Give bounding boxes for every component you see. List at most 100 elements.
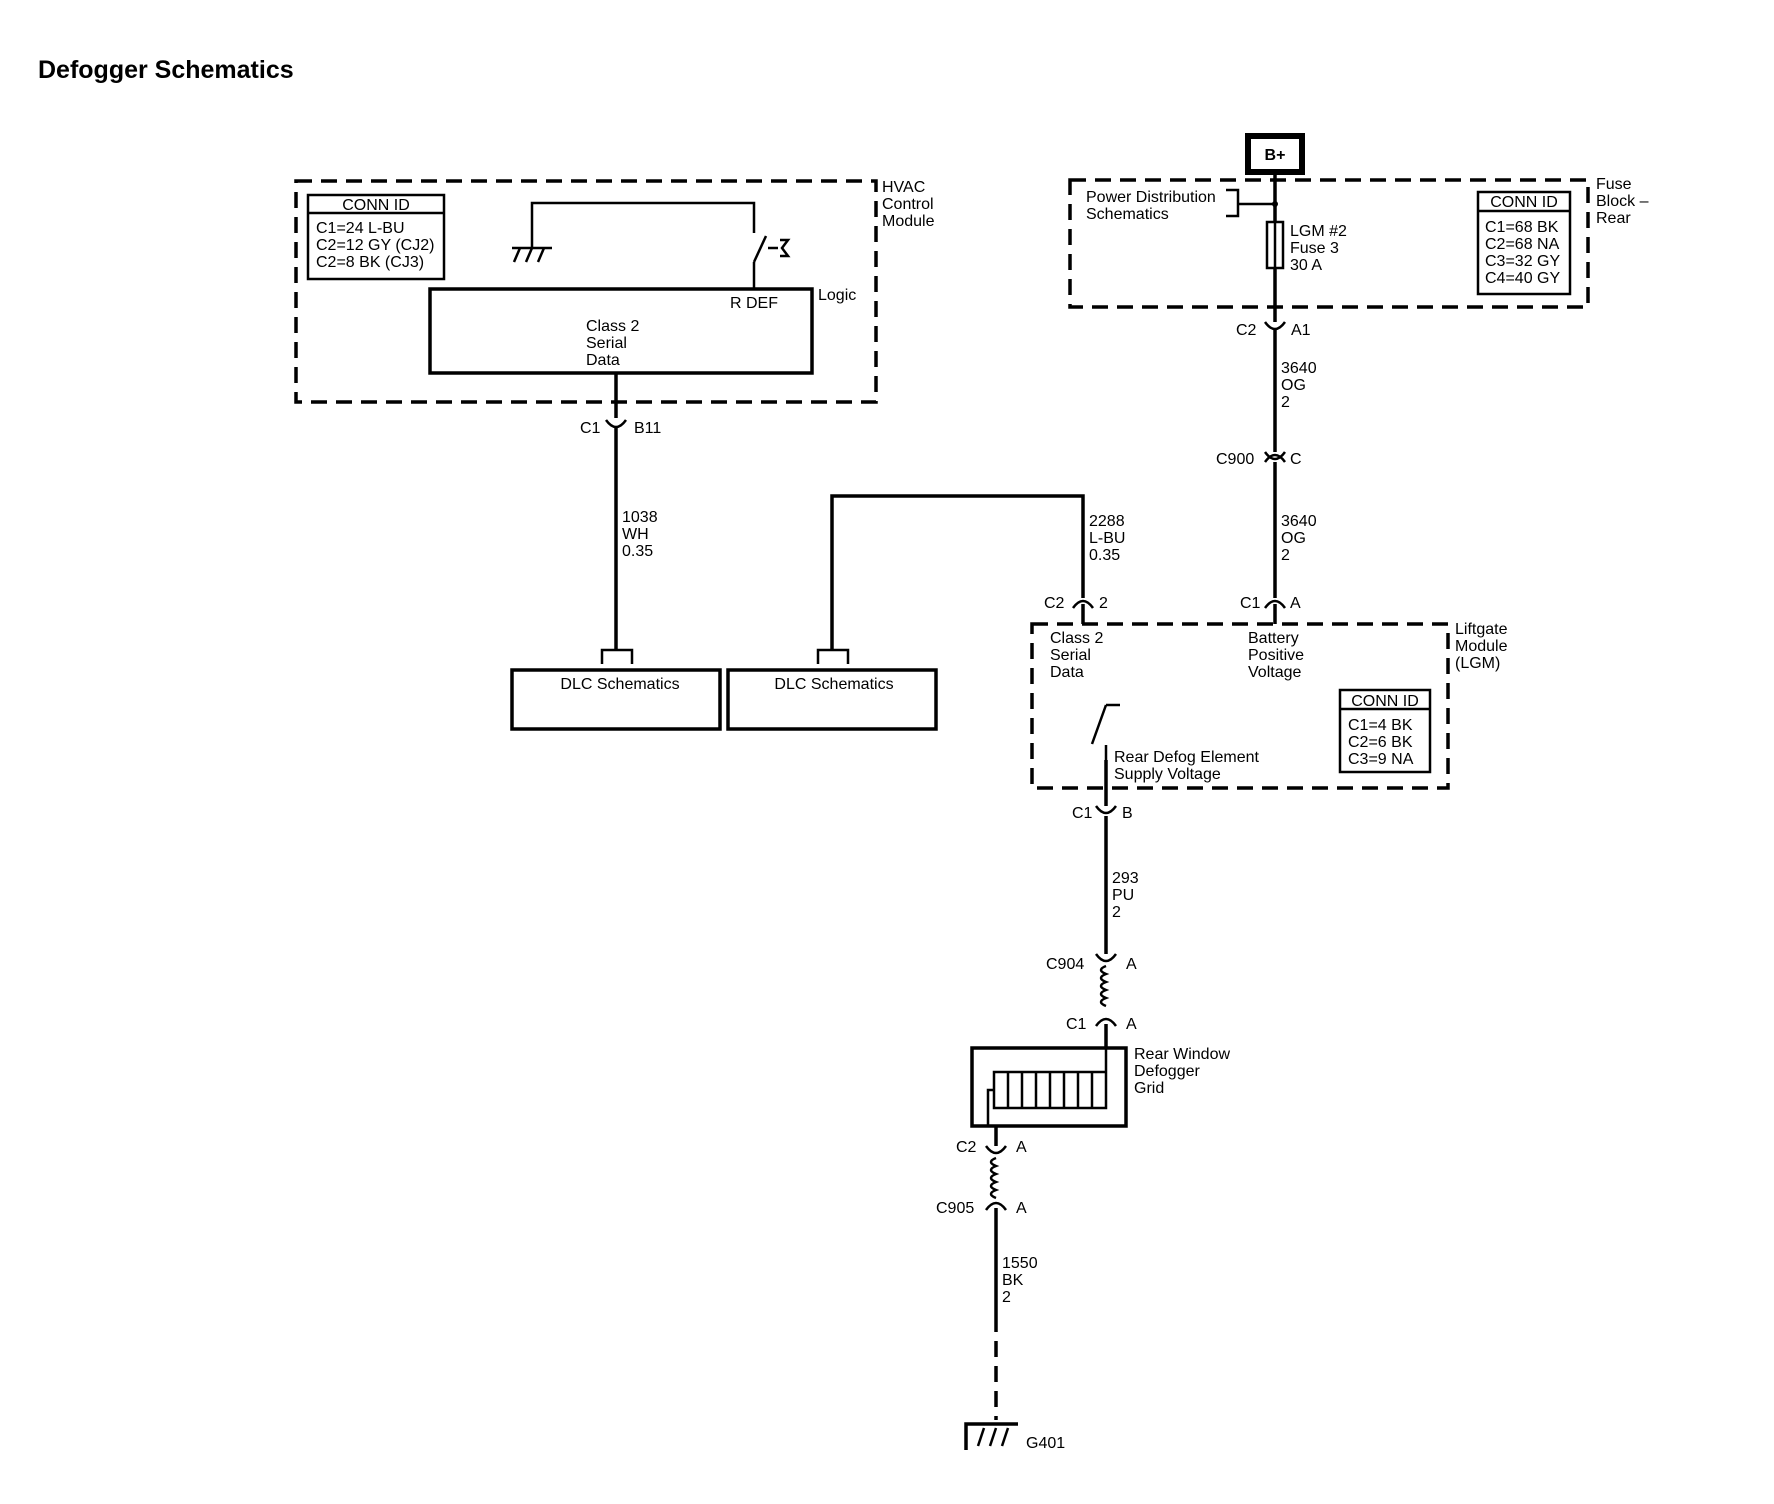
svg-text:Rear Defog Element: Rear Defog Element: [1114, 749, 1260, 766]
c900-connector-icon: [1263, 451, 1287, 461]
svg-text:C3=32 GY: C3=32 GY: [1485, 253, 1560, 270]
hvac-conn-id-table: CONN ID C1=24 L-BU C2=12 GY (CJ2) C2=8 B…: [306, 193, 446, 281]
svg-text:C2=8 BK (CJ3): C2=8 BK (CJ3): [316, 254, 424, 271]
svg-text:LGM #2: LGM #2: [1290, 223, 1347, 240]
svg-text:(LGM): (LGM): [1455, 655, 1500, 672]
hvac-switch-wire: [530, 201, 756, 248]
twisted-pair-icon-2: [989, 1156, 1000, 1200]
svg-text:C2=6 BK: C2=6 BK: [1348, 734, 1413, 751]
svg-text:L-BU: L-BU: [1089, 530, 1125, 547]
svg-text:OG: OG: [1281, 377, 1306, 394]
lgm-c2-pin: 2: [1099, 595, 1108, 612]
svg-text:CONN ID: CONN ID: [342, 197, 410, 214]
svg-text:C2=68 NA: C2=68 NA: [1485, 236, 1560, 253]
twisted-pair-icon-1: [1099, 964, 1110, 1008]
svg-text:Liftgate: Liftgate: [1455, 621, 1508, 638]
hvac-class2-label: Class 2 Serial Data: [586, 318, 639, 369]
svg-text:Rear Window: Rear Window: [1134, 1046, 1230, 1063]
lgm-output-b: B: [1122, 805, 1133, 822]
svg-text:2: 2: [1281, 394, 1290, 411]
svg-text:3640: 3640: [1281, 360, 1317, 377]
rear-window-grid-label: Rear Window Defogger Grid: [1134, 1046, 1230, 1097]
svg-text:Fuse: Fuse: [1596, 176, 1632, 193]
svg-text:PU: PU: [1112, 887, 1134, 904]
svg-text:HVAC: HVAC: [882, 179, 925, 196]
svg-text:Serial: Serial: [1050, 647, 1091, 664]
lgm-c1-pin: A: [1290, 595, 1301, 612]
svg-text:0.35: 0.35: [622, 543, 653, 560]
grid-c2-pin: A: [1016, 1139, 1027, 1156]
wire-2288: [830, 494, 1085, 650]
hvac-ground-icon: [512, 246, 552, 263]
hvac-logic-block: [428, 287, 814, 375]
hvac-connector-b11: B11: [634, 420, 661, 437]
fuse-block-connector-icon: [1263, 321, 1287, 331]
svg-text:2: 2: [1281, 547, 1290, 564]
wire-1550-label: 1550 BK 2: [1002, 1255, 1038, 1306]
svg-text:Power Distribution: Power Distribution: [1086, 189, 1216, 206]
wire-2288-label: 2288 L-BU 0.35: [1089, 513, 1125, 564]
ground-g401-label: G401: [1026, 1435, 1065, 1452]
svg-text:Control: Control: [882, 196, 934, 213]
svg-text:CONN ID: CONN ID: [1351, 693, 1419, 710]
wire-3640-label-lower: 3640 OG 2: [1281, 513, 1317, 564]
hvac-module-boundary: [294, 179, 878, 404]
g401-ground-icon: [964, 1422, 1018, 1450]
page-title: Defogger Schematics: [38, 56, 294, 84]
svg-text:Class 2: Class 2: [1050, 630, 1103, 647]
rear-defog-element-label: Rear Defog Element Supply Voltage: [1114, 749, 1260, 783]
svg-text:Positive: Positive: [1248, 647, 1304, 664]
c900-label: C900: [1216, 451, 1254, 468]
grid-c1-connector-icon: [1094, 1017, 1118, 1027]
lgm-c2-label: C2: [1044, 595, 1065, 612]
lgm-c1-connector-icon: [1263, 599, 1287, 609]
svg-text:Data: Data: [1050, 664, 1084, 681]
dlc-schematics-box-1: [510, 668, 722, 731]
logic-label: Logic: [818, 287, 856, 304]
svg-text:C3=9 NA: C3=9 NA: [1348, 751, 1414, 768]
svg-text:Data: Data: [586, 352, 620, 369]
lgm-output-c1: C1: [1072, 805, 1093, 822]
svg-text:C2=12 GY (CJ2): C2=12 GY (CJ2): [316, 237, 434, 254]
c904-connector-icon: [1094, 953, 1118, 963]
power-distribution-bracket: [1226, 188, 1275, 218]
c905-label: C905: [936, 1200, 974, 1217]
grid-c2-connector-icon: [984, 1145, 1008, 1155]
grid-c1-label: C1: [1066, 1016, 1087, 1033]
lgm-battery-label: Battery Positive Voltage: [1248, 630, 1304, 681]
lgm-name: Liftgate Module (LGM): [1455, 621, 1508, 672]
rear-defog-switch-icon: [1090, 703, 1120, 760]
svg-text:1550: 1550: [1002, 1255, 1038, 1272]
svg-text:WH: WH: [622, 526, 649, 543]
hvac-connector-c1: C1: [580, 420, 601, 437]
svg-text:0.35: 0.35: [1089, 547, 1120, 564]
fuse-block-boundary: [1068, 178, 1590, 309]
svg-text:C1=4 BK: C1=4 BK: [1348, 717, 1413, 734]
dlc-connector-icon-1: [600, 648, 634, 664]
svg-text:Serial: Serial: [586, 335, 627, 352]
c900-connector-icon-top: [1263, 453, 1287, 463]
lgm-c2-connector-icon: [1071, 599, 1095, 609]
svg-text:Class 2: Class 2: [586, 318, 639, 335]
dlc-schematics-label-1: DLC Schematics: [560, 676, 679, 693]
lgm-boundary: [1030, 622, 1450, 790]
svg-text:Module: Module: [1455, 638, 1508, 655]
lgm-conn-id-table: CONN ID C1=4 BK C2=6 BK C3=9 NA: [1338, 688, 1432, 774]
svg-text:CONN ID: CONN ID: [1490, 194, 1558, 211]
dlc-schematics-box-2: [726, 668, 938, 731]
fuse-block-name: Fuse Block – Rear: [1596, 176, 1649, 227]
svg-text:3640: 3640: [1281, 513, 1317, 530]
defogger-grid-icon: [986, 1048, 1108, 1126]
svg-text:2: 2: [1002, 1289, 1011, 1306]
svg-text:BK: BK: [1002, 1272, 1024, 1289]
battery-positive-label: B+: [1265, 147, 1286, 164]
c905-pin: A: [1016, 1200, 1027, 1217]
fuse-block-connector-c2: C2: [1236, 322, 1257, 339]
svg-text:OG: OG: [1281, 530, 1306, 547]
svg-text:C1=68 BK: C1=68 BK: [1485, 219, 1559, 236]
wire-1038-label: 1038 WH 0.35: [622, 509, 658, 560]
svg-text:Fuse 3: Fuse 3: [1290, 240, 1339, 257]
svg-text:2: 2: [1112, 904, 1121, 921]
svg-text:C4=40 GY: C4=40 GY: [1485, 270, 1560, 287]
fuse-block-connector-a1: A1: [1291, 322, 1311, 339]
